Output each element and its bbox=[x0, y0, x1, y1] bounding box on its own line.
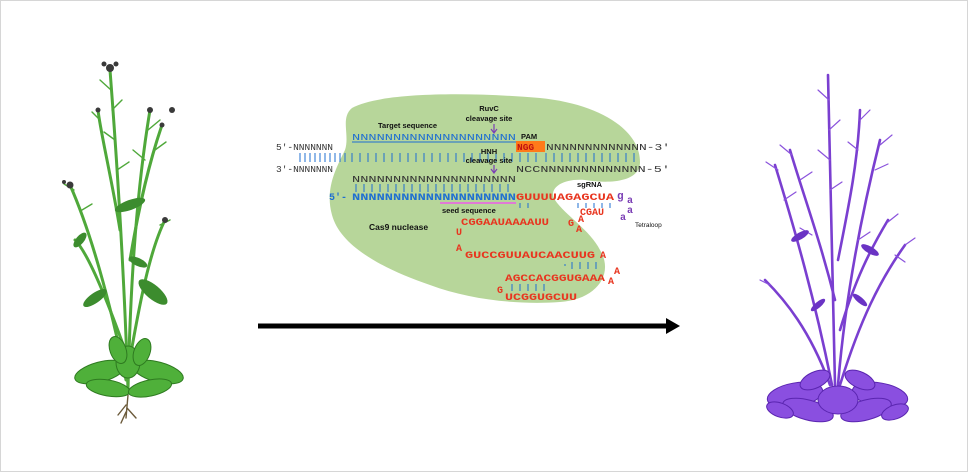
purple-plant-icon bbox=[759, 73, 916, 423]
rna-a-right-3: A bbox=[608, 277, 614, 288]
green-plant-icon bbox=[62, 61, 184, 424]
pam-sequence: NGG bbox=[517, 142, 534, 153]
non-target-strand: NNNNNNNNNNNNNNNNNNNN bbox=[352, 174, 516, 185]
hnh-label: HNH bbox=[481, 147, 497, 156]
bulge-g: G bbox=[568, 219, 574, 230]
right-arrow-icon bbox=[258, 318, 680, 334]
rna-u-left: U bbox=[456, 228, 462, 239]
bulge-a1: A bbox=[578, 215, 584, 226]
dna-top-suffix: NNNNNNNNNNNNN-3′ bbox=[546, 142, 670, 153]
hnh-cleavage-label: cleavage site bbox=[466, 156, 513, 165]
guide-pair-ticks bbox=[355, 184, 509, 192]
hairpin2-ticks bbox=[511, 284, 545, 291]
tetraloop-g: g bbox=[617, 191, 624, 203]
dna-top-prefix: 5′-NNNNNNN bbox=[276, 142, 333, 153]
rna-a-right-1: A bbox=[600, 251, 606, 262]
sgrna-label: sgRNA bbox=[577, 180, 603, 189]
guide-prefix: 5′- bbox=[329, 192, 347, 204]
ruvc-arrow-icon bbox=[490, 124, 498, 134]
tetraloop-a3: a bbox=[620, 213, 626, 224]
hnh-arrow-icon bbox=[490, 165, 498, 174]
rna-line-1: CGGAAUAAAAUU bbox=[461, 218, 549, 229]
tetraloop-label: Tetraloop bbox=[635, 222, 662, 229]
guide-sequence: NNNNNNNNNNNNNNNNNNNN bbox=[352, 193, 516, 204]
cas9-label: Cas9 nuclease bbox=[369, 222, 428, 232]
rna-g-left: G bbox=[497, 286, 503, 297]
pam-label: PAM bbox=[521, 132, 537, 141]
tetraloop-a1: a bbox=[627, 196, 633, 207]
rna-a-right-2: A bbox=[614, 267, 620, 278]
hairpin1-ticks bbox=[564, 262, 597, 269]
crrna-repeat: GUUUUAGAGCUA bbox=[516, 193, 614, 204]
target-strand-top: NNNNNNNNNNNNNNNNNNNN bbox=[352, 132, 516, 143]
tetraloop-a2: a bbox=[627, 206, 633, 217]
dna-bottom-suffix: NCCNNNNNNNNNNNNN-5′ bbox=[516, 164, 670, 175]
ruvc-cleavage-label: cleavage site bbox=[466, 114, 513, 123]
cas9-diagram: Target sequence RuvC cleavage site PAM N… bbox=[276, 94, 670, 304]
rna-line-3: AGCCACGGUGAAA bbox=[505, 274, 605, 285]
rna-line-2: GUCCGUUAUCAACUUG bbox=[465, 251, 595, 262]
pam-highlight bbox=[516, 141, 545, 152]
bulge-a2: A bbox=[576, 225, 582, 236]
antirepeat: CGAU bbox=[580, 208, 604, 219]
dna-bottom-prefix: 3′-NNNNNNN bbox=[276, 164, 333, 175]
rna-a-left: A bbox=[456, 244, 462, 255]
target-sequence-label: Target sequence bbox=[378, 121, 437, 130]
rna-line-4: UCGGUGCUU bbox=[505, 293, 577, 304]
cas9-blob bbox=[329, 94, 640, 303]
dna-pair-ticks bbox=[299, 153, 635, 162]
seed-sequence-label: seed sequence bbox=[442, 206, 496, 215]
ruvc-label: RuvC bbox=[479, 104, 499, 113]
repeat-pair-ticks bbox=[519, 203, 611, 208]
